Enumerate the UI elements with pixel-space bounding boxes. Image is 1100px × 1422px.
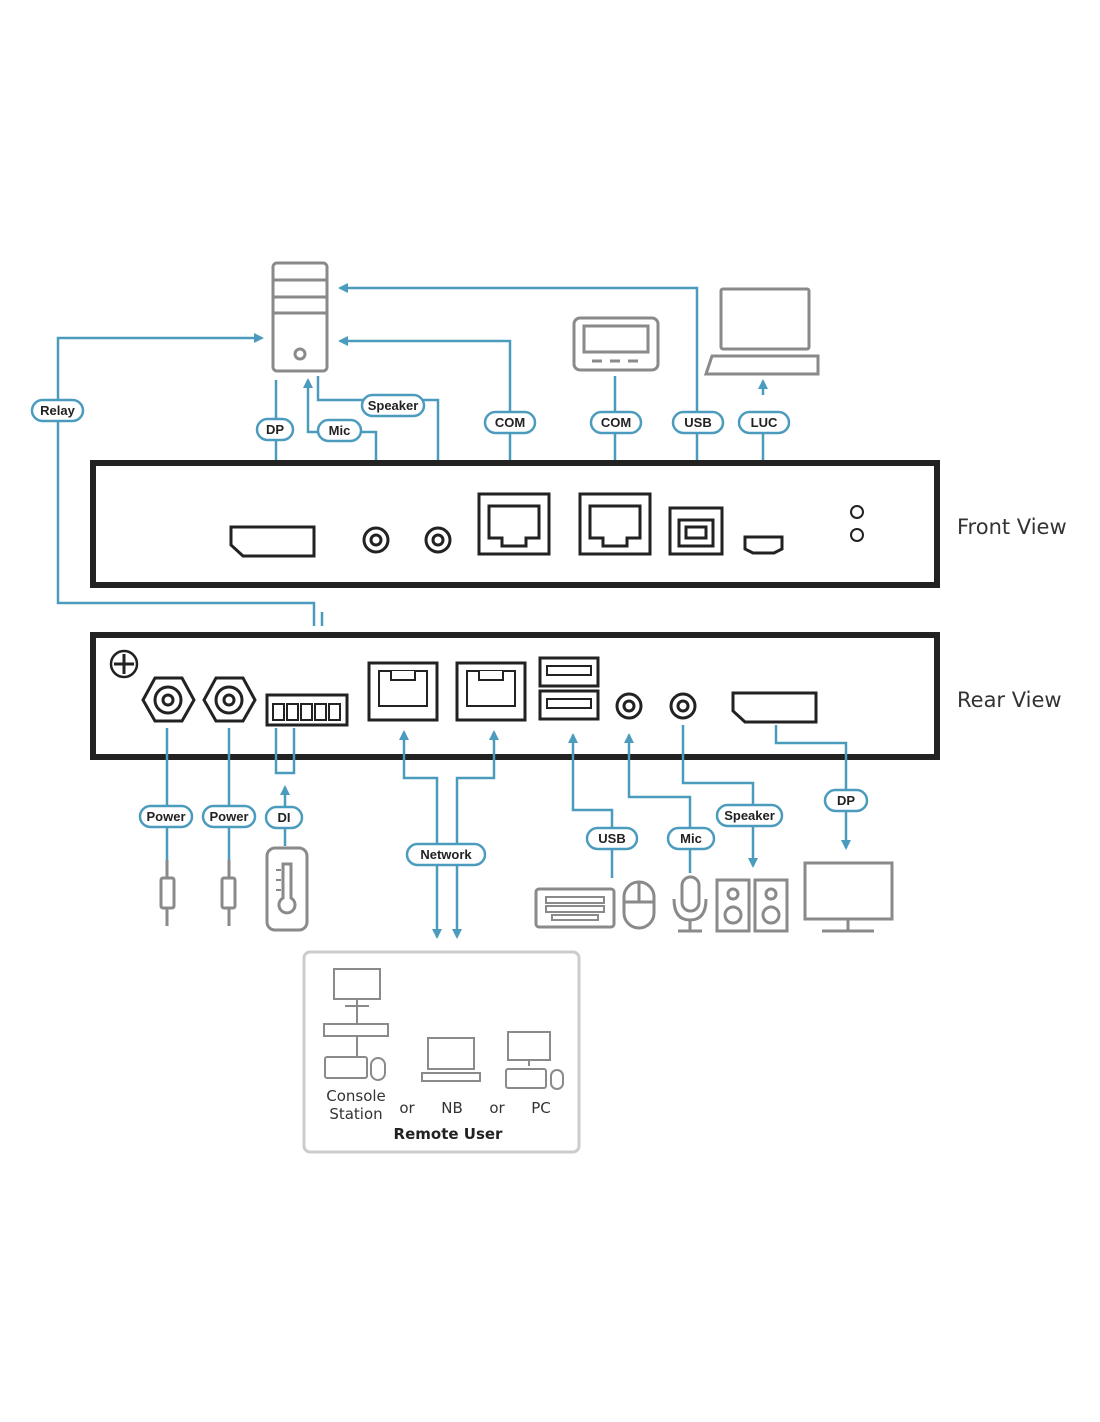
svg-text:COM: COM — [495, 415, 525, 430]
thermometer-icon — [265, 846, 309, 932]
laptop-icon — [703, 287, 820, 376]
label-mic-top: Mic — [316, 418, 363, 443]
svg-text:COM: COM — [601, 415, 631, 430]
rear-usb-a-ports — [538, 656, 600, 721]
svg-text:Speaker: Speaker — [724, 808, 775, 823]
svg-text:LUC: LUC — [751, 415, 778, 430]
svg-text:DP: DP — [266, 422, 284, 437]
mouse-icon — [622, 880, 656, 930]
console-station-icon — [323, 968, 389, 1081]
rear-mic-jack — [615, 692, 643, 720]
remote-user-title: Remote User — [394, 1125, 504, 1143]
label-dp-top: DP — [255, 417, 295, 442]
led-indicator — [850, 505, 864, 519]
keyboard-icon — [534, 887, 616, 929]
rear-view-label: Rear View — [957, 688, 1062, 712]
or-label: or — [489, 1099, 505, 1117]
svg-text:USB: USB — [598, 831, 625, 846]
rear-speaker-jack — [669, 692, 697, 720]
label-speaker-bottom: Speaker — [715, 803, 784, 828]
label-network: Network — [405, 842, 487, 867]
label-di: DI — [264, 805, 304, 830]
svg-text:DP: DP — [837, 793, 855, 808]
front-com-port-1 — [477, 492, 551, 556]
label-power-2: Power — [201, 804, 257, 829]
label-dp-bottom: DP — [823, 788, 869, 813]
label-com-pc: COM — [483, 410, 537, 435]
led-indicator — [850, 528, 864, 542]
label-power-1: Power — [138, 804, 194, 829]
nb-label: NB — [441, 1099, 463, 1117]
svg-text:Mic: Mic — [329, 423, 351, 438]
or-label: or — [399, 1099, 415, 1117]
label-mic-bottom: Mic — [666, 826, 716, 851]
rear-panel — [90, 632, 940, 760]
svg-text:Speaker: Speaker — [368, 398, 419, 413]
rear-power-jack-2 — [202, 676, 257, 723]
front-usb-b-port — [668, 506, 724, 556]
front-mic-jack — [362, 526, 390, 554]
pc-label: PC — [531, 1099, 551, 1117]
rear-lan-port-1 — [367, 661, 439, 722]
label-usb-bottom: USB — [585, 826, 639, 851]
front-panel — [90, 460, 940, 588]
ground-screw-icon — [109, 649, 139, 679]
front-luc-port — [743, 535, 784, 555]
svg-text:USB: USB — [684, 415, 711, 430]
rear-dp-port — [731, 691, 818, 724]
terminal-icon — [572, 316, 660, 372]
front-speaker-jack — [424, 526, 452, 554]
svg-text:Relay: Relay — [40, 403, 75, 418]
front-com-port-2 — [578, 492, 652, 556]
rear-lan-port-2 — [455, 661, 527, 722]
power-adapter-icon — [159, 860, 176, 926]
rear-power-jack-1 — [141, 676, 196, 723]
console-station-label-line1: Console — [326, 1087, 386, 1105]
speakers-icon — [715, 878, 789, 933]
computer-tower-icon — [271, 261, 329, 373]
svg-text:Power: Power — [209, 809, 248, 824]
front-dp-port — [229, 525, 316, 558]
svg-text:Network: Network — [420, 847, 472, 862]
remote-user-box: Console Station or NB or PC Remote User — [302, 950, 581, 1154]
front-view-label: Front View — [957, 515, 1067, 539]
pc-icon — [505, 1031, 564, 1090]
power-adapter-icon — [220, 860, 237, 926]
monitor-icon — [803, 861, 894, 933]
label-com-terminal: COM — [589, 410, 643, 435]
svg-text:DI: DI — [278, 810, 291, 825]
label-usb-top: USB — [671, 410, 725, 435]
label-speaker-top: Speaker — [360, 393, 426, 418]
svg-text:Mic: Mic — [680, 831, 702, 846]
label-relay: Relay — [30, 398, 85, 423]
console-station-label-line2: Station — [329, 1105, 382, 1123]
rear-terminal-block — [265, 693, 349, 727]
microphone-icon — [672, 875, 708, 933]
label-luc: LUC — [737, 410, 791, 435]
notebook-icon — [421, 1037, 481, 1082]
svg-text:Power: Power — [146, 809, 185, 824]
